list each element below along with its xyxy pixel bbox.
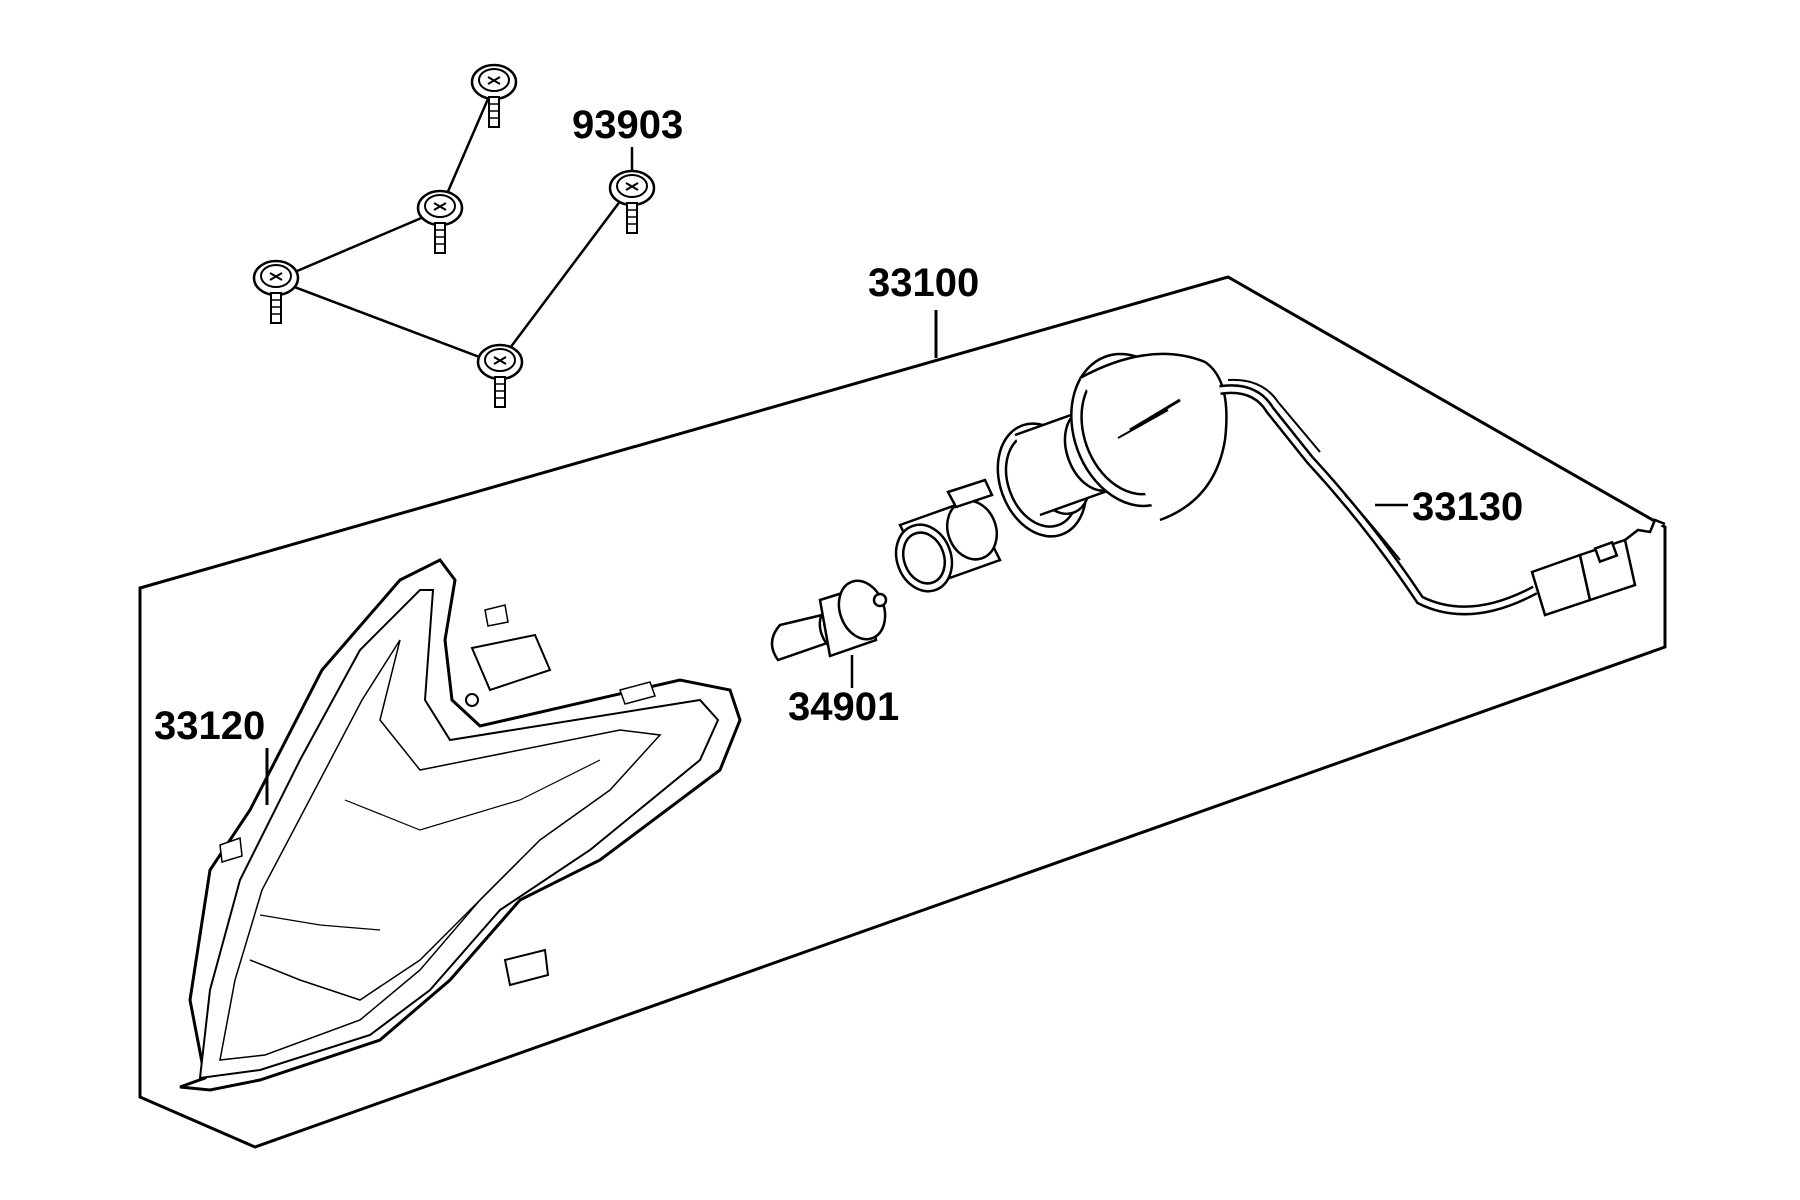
- headlight-lens: [179, 558, 742, 1092]
- socket-harness: [1070, 352, 1666, 617]
- screw-5: [608, 169, 656, 235]
- bulb: [770, 579, 888, 688]
- callout-33120: 33120: [154, 704, 266, 748]
- callout-33100: 33100: [868, 261, 980, 305]
- bulb-sleeve: [894, 478, 1002, 593]
- callout-93903: 93903: [572, 103, 684, 147]
- callout-34901: 34901: [788, 685, 900, 729]
- assembly-boundary: [138, 275, 1667, 1149]
- screw-2: [416, 189, 464, 255]
- screw-3: [252, 259, 300, 325]
- callout-33130: 33130: [1412, 485, 1524, 529]
- screw-4: [476, 343, 524, 409]
- screw-group: [252, 63, 656, 409]
